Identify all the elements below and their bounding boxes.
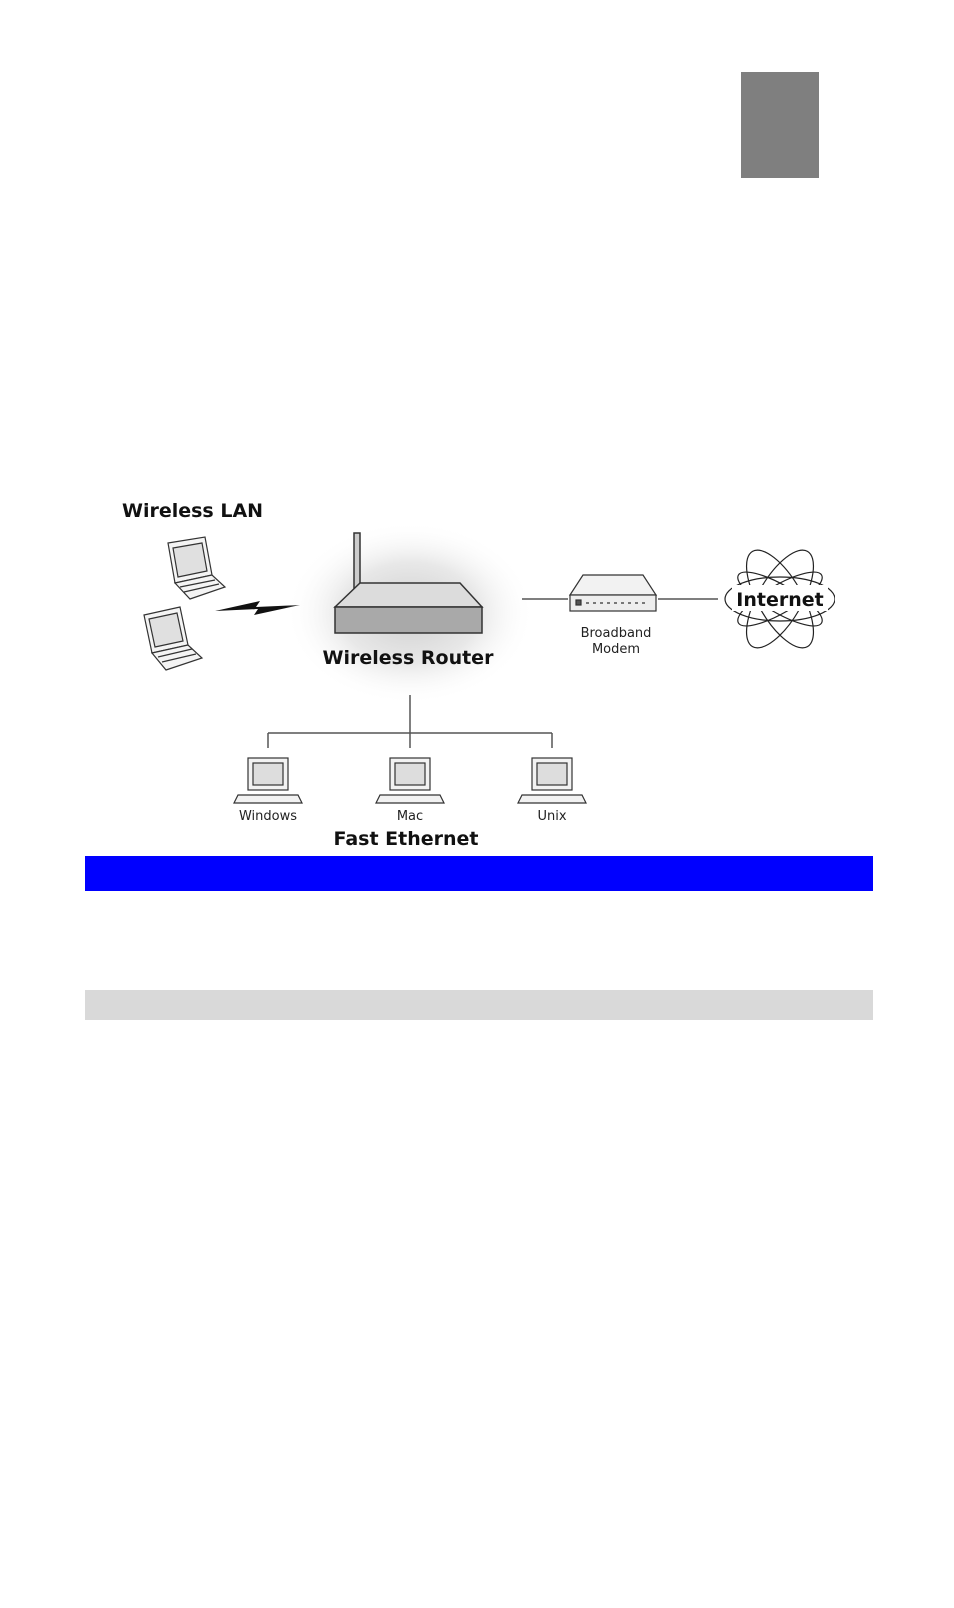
laptop-icon <box>167 536 227 600</box>
modem-label: Broadband <box>581 626 652 641</box>
modem-icon <box>568 574 658 612</box>
desktop-pc-icon <box>517 757 587 804</box>
section-heading-bar <box>85 856 873 891</box>
network-diagram: Wireless LAN Wireless Router Broadband M… <box>120 495 835 855</box>
router-icon <box>333 532 484 634</box>
fast-ethernet-label: Fast Ethernet <box>333 828 478 850</box>
laptop-icon <box>143 606 204 671</box>
internet-label: Internet <box>736 589 823 611</box>
desktop-pc-icon <box>375 757 445 804</box>
pc-label-windows: Windows <box>239 809 297 824</box>
subsection-heading-bar <box>85 990 873 1020</box>
pc-label-unix: Unix <box>537 809 566 824</box>
wireless-signal-icon <box>215 601 300 615</box>
ethernet-connections <box>267 695 553 748</box>
chapter-tab <box>741 72 819 178</box>
wireless-lan-label: Wireless LAN <box>122 500 263 522</box>
router-label: Wireless Router <box>323 647 495 669</box>
desktop-pc-icon <box>233 757 303 804</box>
modem-label: Modem <box>592 642 640 657</box>
pc-label-mac: Mac <box>397 809 423 824</box>
